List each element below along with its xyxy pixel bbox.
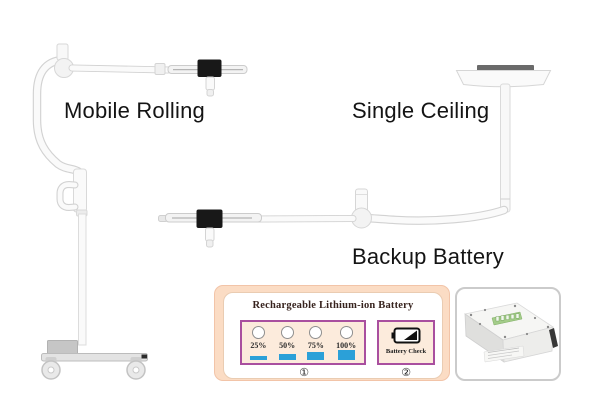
level-led-icon xyxy=(339,326,353,339)
base-platform xyxy=(41,353,148,362)
light-handle xyxy=(205,227,215,242)
mobile-upper-pole xyxy=(32,55,84,177)
level-bar xyxy=(278,354,296,360)
mobile-spring-arm xyxy=(68,63,172,75)
mobile-push-handle xyxy=(56,168,88,217)
level-percent-label: 75% xyxy=(307,341,324,350)
battery-panel-title: Rechargeable Lithium-ion Battery xyxy=(252,300,414,311)
single-ceiling-label: Single Ceiling xyxy=(352,98,490,123)
battery-panel-inner: Rechargeable Lithium-ion Battery 25% 50%… xyxy=(223,292,443,379)
screws xyxy=(469,304,550,339)
caster-wheel-left xyxy=(41,360,61,380)
callout-2: ② xyxy=(401,366,411,379)
battery-level-indicator-box: 25% 50% 75% 100% xyxy=(240,320,366,365)
mobile-arm-joint xyxy=(54,43,74,78)
callout-1: ① xyxy=(299,366,309,379)
backup-battery-label: Backup Battery xyxy=(352,244,504,269)
level-bar xyxy=(337,349,355,360)
level-bar xyxy=(307,352,325,360)
level-led-icon xyxy=(251,326,265,339)
single-ceiling-illustration xyxy=(158,65,552,248)
mobile-rolling-label: Mobile Rolling xyxy=(64,98,205,123)
light-handle xyxy=(205,76,215,91)
battery-panel: Rechargeable Lithium-ion Battery 25% 50%… xyxy=(214,285,450,381)
level-bar xyxy=(249,356,267,360)
battery-check-icon xyxy=(391,327,421,344)
front-label xyxy=(483,345,525,363)
caster-wheel-right xyxy=(126,360,146,380)
ceiling-arm-joint xyxy=(351,188,372,229)
mobile-lower-pole xyxy=(78,213,87,346)
side-connector xyxy=(549,328,558,348)
connector-strip xyxy=(491,311,523,326)
level-led-icon xyxy=(309,326,323,339)
mobile-light-head xyxy=(167,59,248,97)
ceiling-plate xyxy=(455,65,552,88)
battery-box-illustration xyxy=(464,302,558,363)
battery-check-label: Battery Check xyxy=(385,348,427,355)
level-led-icon xyxy=(280,326,294,339)
camera-module xyxy=(196,209,223,228)
ceiling-light-head xyxy=(158,209,262,248)
level-column-25: 25% xyxy=(249,322,267,363)
level-column-50: 50% xyxy=(278,322,296,363)
ceiling-vent xyxy=(477,65,534,72)
ceiling-curved-arm xyxy=(358,205,509,225)
level-column-75: 75% xyxy=(307,322,325,363)
ceiling-drop-pole xyxy=(500,83,511,213)
level-percent-label: 25% xyxy=(250,341,267,350)
camera-module xyxy=(197,59,222,77)
battery-check-box: Battery Check xyxy=(377,320,435,365)
level-percent-label: 100% xyxy=(336,340,357,350)
level-percent-label: 50% xyxy=(279,341,296,350)
battery-box-photo xyxy=(455,287,561,381)
mobile-rolling-illustration xyxy=(32,43,248,380)
mobile-base xyxy=(41,340,148,380)
level-column-100: 100% xyxy=(336,322,356,363)
base-control-box xyxy=(47,340,78,355)
ceiling-spring-arm xyxy=(254,215,357,223)
